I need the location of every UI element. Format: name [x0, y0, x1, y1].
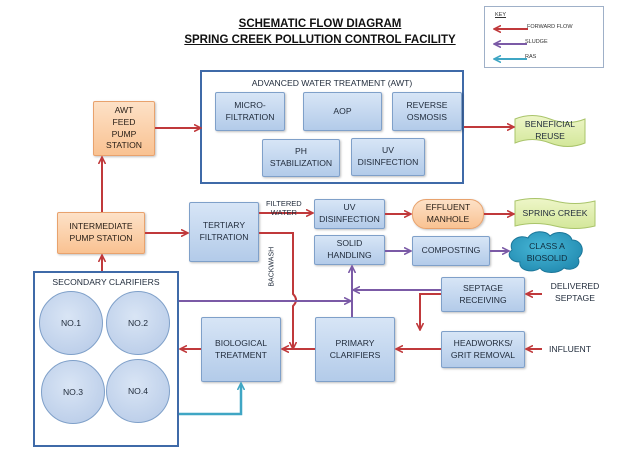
biological-treatment-box[interactable]: BIOLOGICAL TREATMENT: [201, 317, 281, 382]
filtered-water-label: FILTERED WATER: [266, 199, 302, 218]
clarifier-no3[interactable]: NO.3: [41, 360, 105, 424]
clarifier-no2-label: NO.2: [127, 318, 149, 328]
headworks-grit-removal-box[interactable]: HEADWORKS/ GRIT REMOVAL: [441, 331, 525, 368]
tertiary-filtration-box[interactable]: TERTIARY FILTRATION: [189, 202, 259, 262]
clarifier-no3-label: NO.3: [62, 387, 84, 397]
awt-uv-disinfection-box[interactable]: UV DISINFECTION: [351, 138, 425, 176]
delivered-septage-label[interactable]: DELIVERED SEPTAGE: [550, 281, 600, 303]
septage-receiving-box[interactable]: SEPTAGE RECEIVING: [441, 277, 525, 312]
class-a-biosolid-label[interactable]: CLASS A BIOSOLID: [526, 241, 568, 263]
aop-box[interactable]: AOP: [303, 92, 382, 131]
intermediate-pump-station-box[interactable]: INTERMEDIATE PUMP STATION: [57, 212, 145, 254]
primary-clarifiers-box[interactable]: PRIMARY CLARIFIERS: [315, 317, 395, 382]
ph-stabilization-box[interactable]: PH STABILIZATION: [262, 139, 340, 177]
clarifier-no4-label: NO.4: [127, 386, 149, 396]
spring-creek-label[interactable]: SPRING CREEK: [522, 208, 588, 219]
effluent-manhole-box[interactable]: EFFLUENT MANHOLE: [412, 199, 484, 229]
legend-label-ras: RAS: [525, 54, 537, 60]
awt-label: ADVANCED WATER TREATMENT (AWT): [251, 78, 413, 88]
microfiltration-box[interactable]: MICRO- FILTRATION: [215, 92, 285, 131]
reverse-osmosis-box[interactable]: REVERSE OSMOSIS: [392, 92, 462, 131]
backwash-label: BACKWASH: [268, 246, 276, 287]
awt-feed-pump-station-box[interactable]: AWT FEED PUMP STATION: [93, 101, 155, 156]
clarifier-no4[interactable]: NO.4: [106, 359, 170, 423]
clarifier-no1[interactable]: NO.1: [39, 291, 103, 355]
composting-box[interactable]: COMPOSTING: [412, 236, 490, 266]
ras-secondary-to-biological: [179, 384, 241, 416]
diagram-title: SCHEMATIC FLOW DIAGRAM: [238, 18, 402, 30]
facility-title: SPRING CREEK POLLUTION CONTROL FACILITY: [184, 34, 456, 46]
clarifier-no2[interactable]: NO.2: [106, 291, 170, 355]
secondary-clarifiers-label: SECONDARY CLARIFIERS: [52, 277, 160, 287]
solid-handling-box[interactable]: SOLID HANDLING: [314, 235, 385, 265]
clarifier-no1-label: NO.1: [60, 318, 82, 328]
legend: KEY FORWARD FLOW SLUDGE RAS: [484, 6, 604, 68]
uv-disinfection-box[interactable]: UV DISINFECTION: [314, 199, 385, 229]
legend-label-forward-flow: FORWARD FLOW: [527, 24, 573, 30]
beneficial-reuse-label[interactable]: BENEFICIAL REUSE: [524, 119, 576, 141]
legend-label-sludge: SLUDGE: [525, 39, 548, 45]
flow-septage-to-headworks: [420, 293, 441, 329]
legend-heading: KEY: [495, 12, 507, 18]
influent-label[interactable]: INFLUENT: [548, 344, 592, 354]
